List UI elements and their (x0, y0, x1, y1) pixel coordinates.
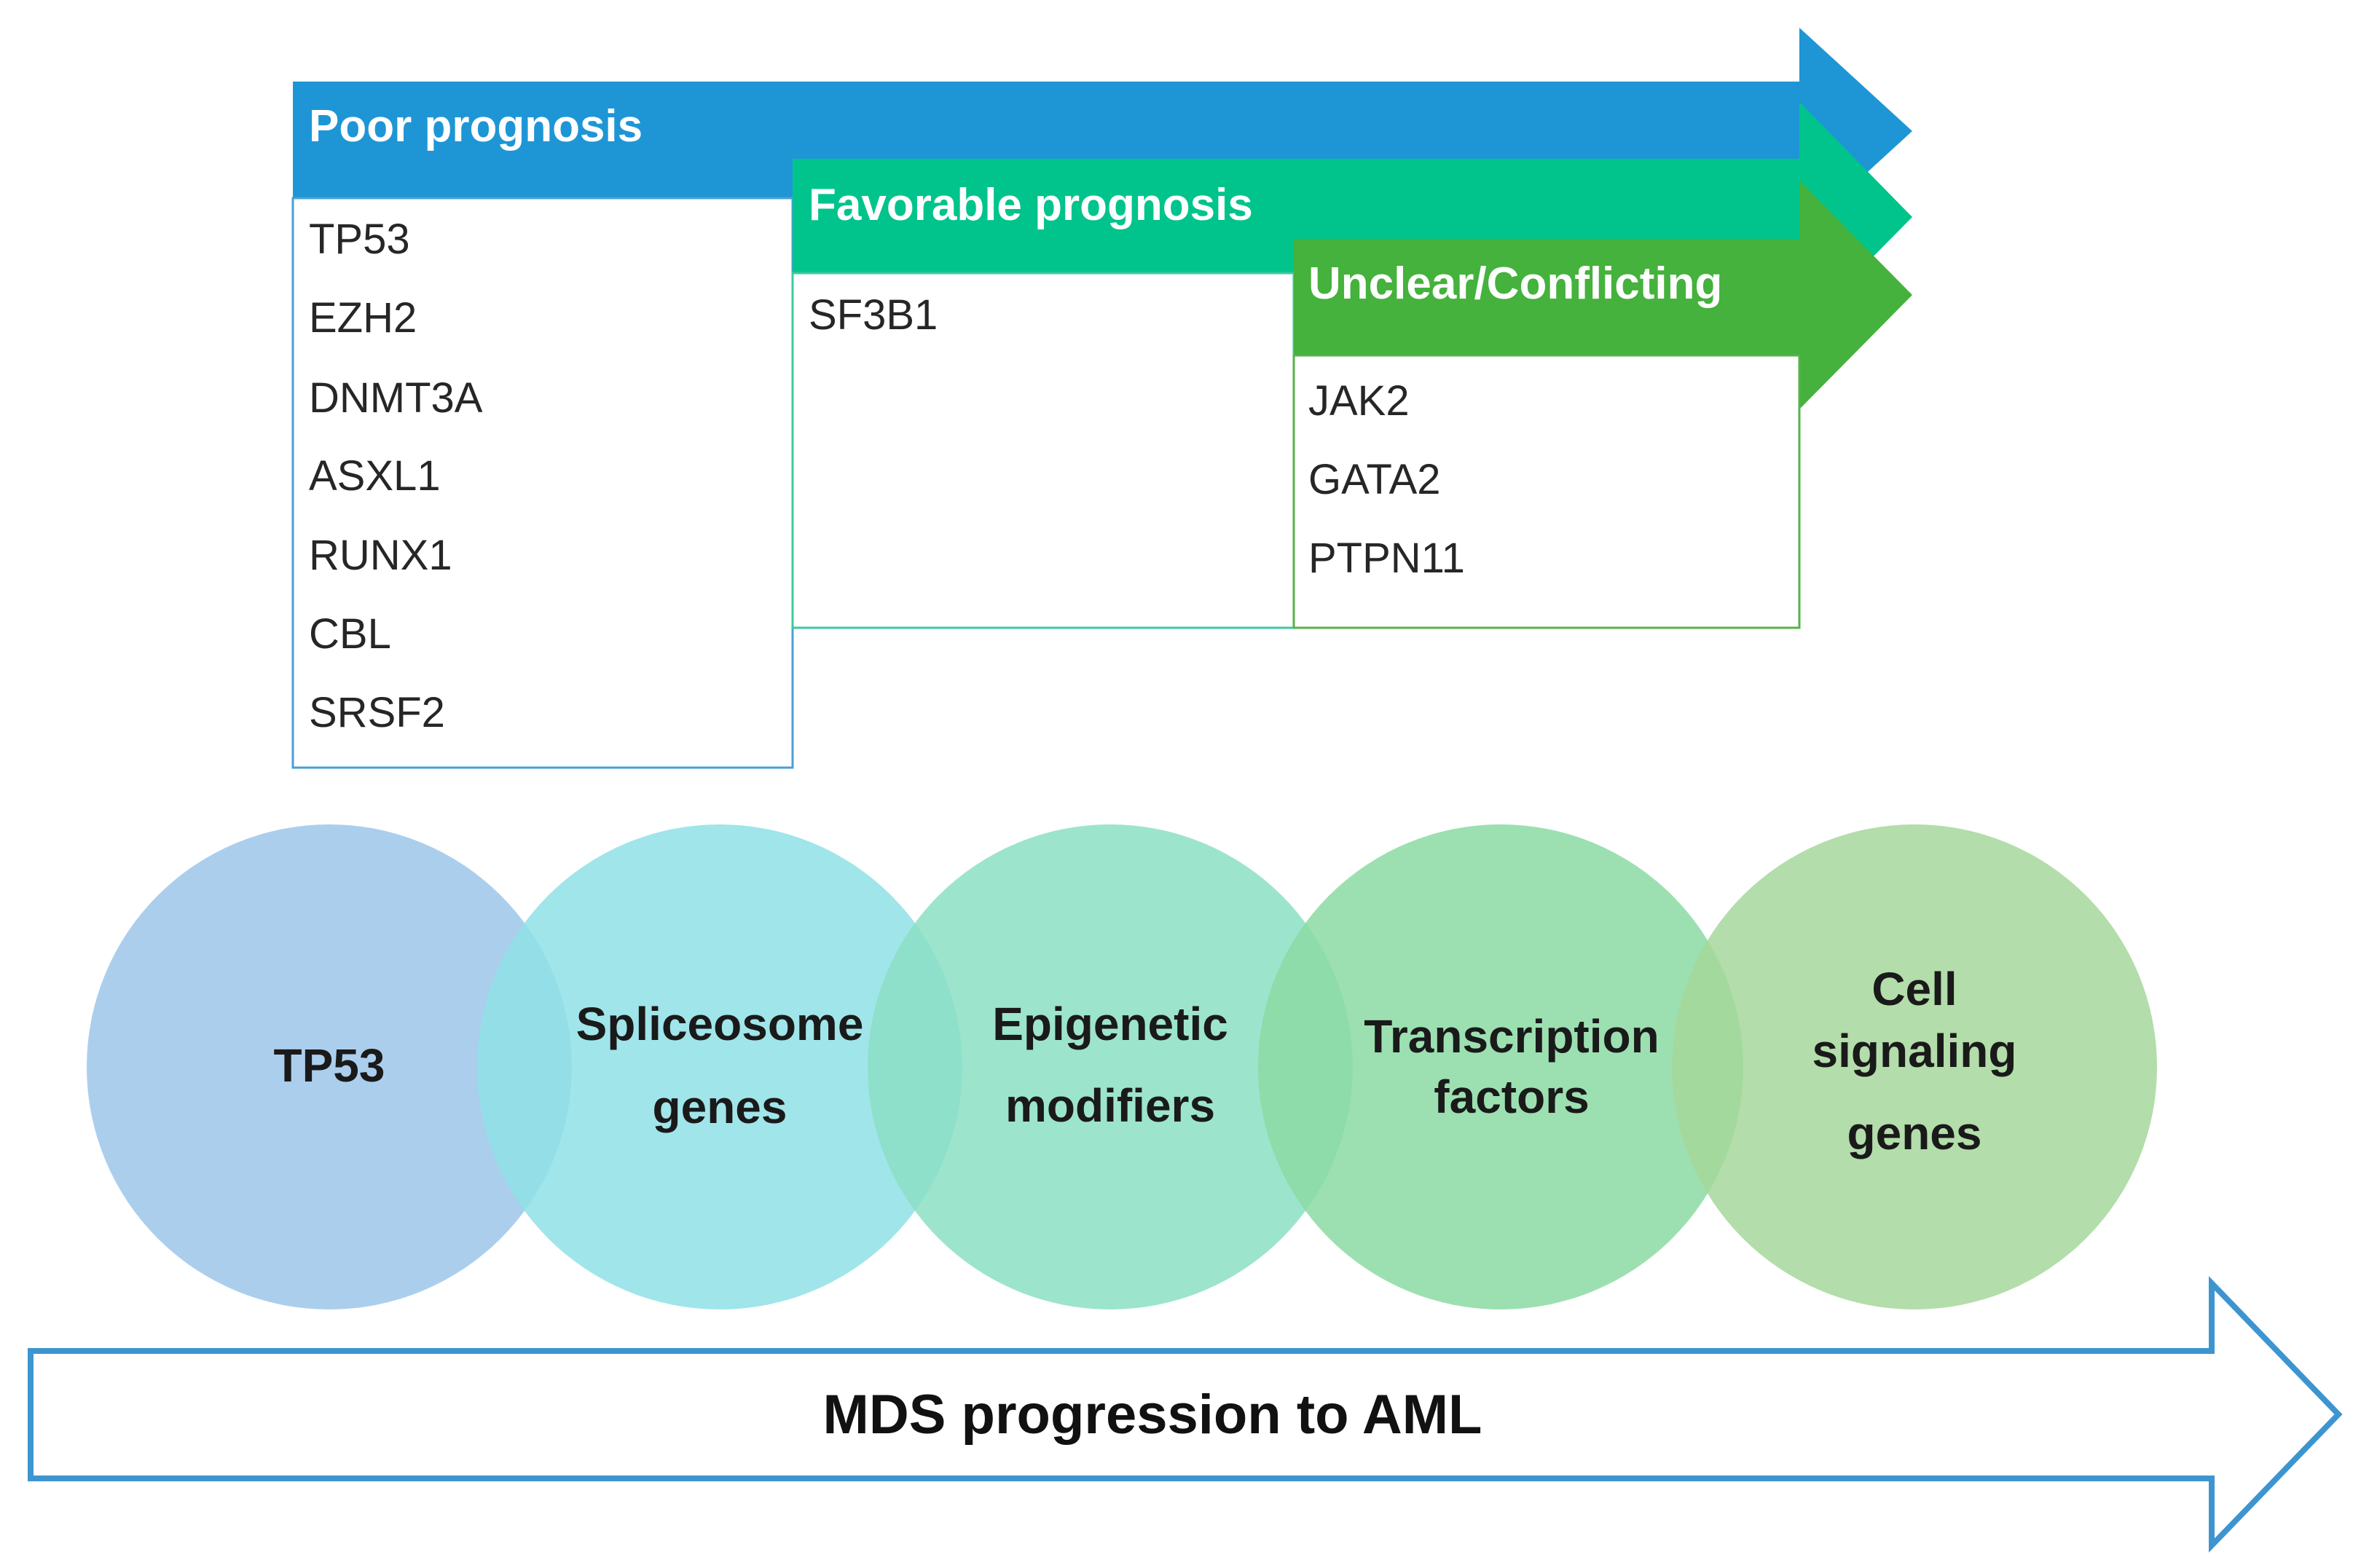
favorable-prognosis-group: Favorable prognosis SF3B1 (791, 102, 1912, 629)
circle-label-modifiers: modifiers (1005, 1079, 1215, 1132)
unclear-prognosis-group: Unclear/Conflicting JAK2 GATA2 PTPN11 (1292, 181, 1912, 629)
gene-item: ASXL1 (309, 452, 441, 500)
poor-prognosis-box (291, 197, 794, 769)
favorable-prognosis-title: Favorable prognosis (809, 180, 1253, 230)
circle-label-epigenetic: Epigenetic (992, 998, 1228, 1050)
progression-arrow-group: MDS progression to AML (28, 1276, 2343, 1553)
gene-item: RUNX1 (309, 532, 452, 579)
circle-label-spliceosome: Spliceosome (576, 998, 864, 1050)
gene-item: PTPN11 (1308, 535, 1465, 582)
gene-item: JAK2 (1308, 377, 1410, 425)
gene-item: CBL (309, 610, 391, 658)
poor-prognosis-gene-list: TP53 EZH2 DNMT3A ASXL1 RUNX1 CBL SRSF2 (309, 216, 483, 736)
gene-item: TP53 (309, 216, 410, 263)
gene-item: SF3B1 (809, 291, 938, 339)
circle-spliceosome-genes (477, 824, 962, 1309)
gene-item: GATA2 (1308, 456, 1441, 503)
circle-label-genes: genes (1847, 1107, 1982, 1159)
unclear-prognosis-gene-list: JAK2 GATA2 PTPN11 (1308, 377, 1465, 582)
progression-arrow (28, 1276, 2343, 1553)
poor-prognosis-title: Poor prognosis (309, 101, 643, 151)
favorable-prognosis-arrow (793, 102, 1912, 331)
circle-label-factors: factors (1434, 1071, 1589, 1123)
gene-item: DNMT3A (309, 374, 483, 422)
unclear-prognosis-title: Unclear/Conflicting (1308, 259, 1722, 309)
circle-label-signaling: signaling (1812, 1025, 2017, 1077)
circle-tp53 (87, 824, 572, 1309)
gene-item: SRSF2 (309, 689, 445, 736)
circle-epigenetic-modifiers (868, 824, 1353, 1309)
circle-label-cell: Cell (1871, 963, 1957, 1015)
circle-transcription-factors (1258, 824, 1743, 1309)
favorable-prognosis-box (791, 272, 1295, 629)
unclear-prognosis-box (1292, 354, 1801, 629)
gene-category-circles (87, 824, 2157, 1309)
circle-label-spliceosome-genes: genes (653, 1081, 787, 1133)
circle-label-transcription: Transcription (1364, 1010, 1659, 1063)
progression-label: MDS progression to AML (823, 1384, 1482, 1446)
unclear-prognosis-arrow (1294, 181, 1912, 409)
circle-label-tp53: TP53 (274, 1039, 385, 1092)
gene-item: EZH2 (309, 294, 417, 342)
gene-category-labels: TP53 Spliceosome genes Epigenetic modifi… (274, 963, 2017, 1159)
circle-cell-signaling-genes (1672, 824, 2157, 1309)
